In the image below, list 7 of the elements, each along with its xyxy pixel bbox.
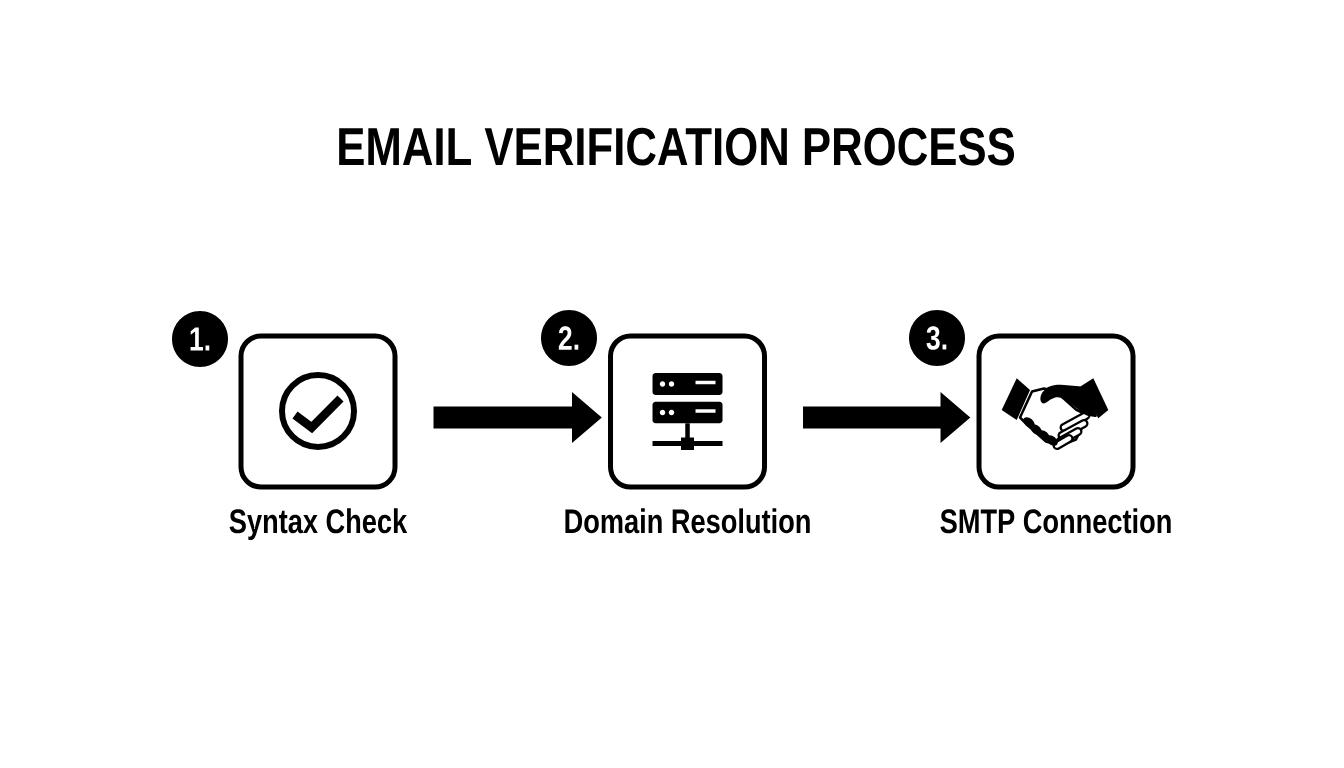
- step-number-badge: 3.: [909, 310, 965, 366]
- step-number-badge: 2.: [541, 310, 597, 366]
- step-label: Domain Resolution: [565, 508, 810, 534]
- step-label: SMTP Connection: [940, 508, 1171, 534]
- step-label: Syntax Check: [229, 508, 408, 541]
- step-number-badge: 1.: [172, 311, 228, 367]
- title: EMAIL VERIFICATION PROCESS: [339, 127, 1015, 166]
